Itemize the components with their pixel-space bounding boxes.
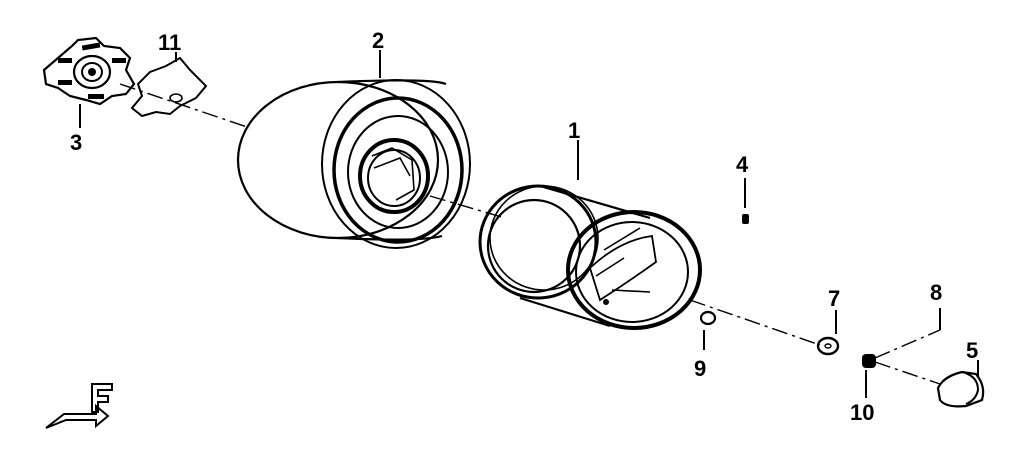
plate-part xyxy=(130,56,208,118)
label-4: 4 xyxy=(736,152,749,177)
cap-part xyxy=(936,360,985,408)
axle-centerline xyxy=(119,83,941,385)
label-11: 11 xyxy=(158,30,181,55)
label-10: 10 xyxy=(850,400,874,425)
hub-part xyxy=(42,36,136,106)
label-9: 9 xyxy=(694,356,706,381)
tire-part xyxy=(236,79,471,249)
label-2: 2 xyxy=(372,28,384,53)
castle-nut-part xyxy=(862,354,876,398)
label-3: 3 xyxy=(70,130,82,155)
label-5: 5 xyxy=(966,338,978,363)
washer-part xyxy=(816,310,840,356)
front-direction-arrow-icon xyxy=(45,383,113,429)
label-7: 7 xyxy=(828,286,840,311)
label-8: 8 xyxy=(930,280,942,305)
nut-9-part xyxy=(699,310,717,350)
valve-part xyxy=(742,178,749,224)
label-1: 1 xyxy=(568,118,580,143)
rim-part xyxy=(478,184,702,330)
